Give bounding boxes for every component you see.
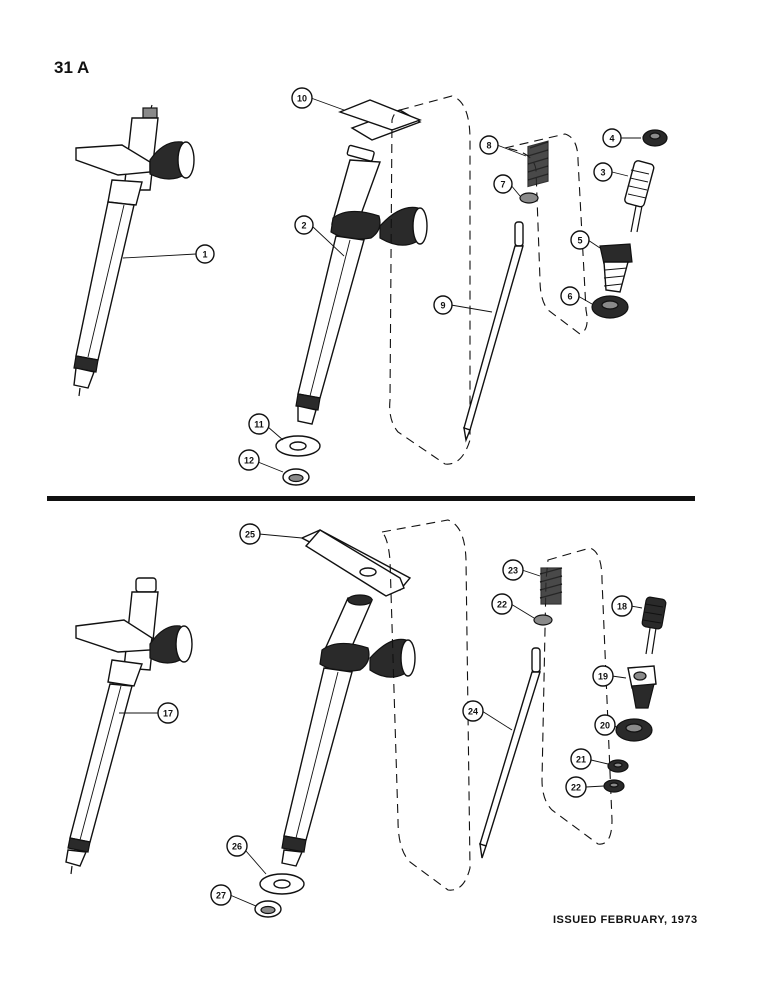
callout-22-lower: 22	[565, 776, 587, 798]
callout-19: 19	[592, 665, 614, 687]
callout-1-label: 1	[202, 250, 207, 260]
callout-27: 27	[210, 884, 232, 906]
callout-26-label: 26	[232, 842, 242, 852]
spring-seat-7	[519, 192, 539, 204]
callout-10: 10	[291, 87, 313, 109]
injector-body-bottom	[281, 594, 416, 867]
callout-22-upper: 22	[491, 593, 513, 615]
callout-24-label: 24	[468, 707, 478, 717]
callout-4-label: 4	[609, 134, 614, 144]
callout-17: 17	[157, 702, 179, 724]
callout-10-label: 10	[297, 94, 307, 104]
callout-3-label: 3	[600, 168, 605, 178]
cap-nut-5	[599, 243, 633, 293]
callout-23-label: 23	[508, 566, 518, 576]
callout-18-label: 18	[617, 602, 627, 612]
callout-8-label: 8	[486, 141, 491, 151]
injector-assembly-1	[73, 104, 195, 397]
callout-8: 8	[479, 135, 499, 155]
adjusting-screw-18	[641, 596, 667, 655]
adjusting-screw-3	[624, 160, 655, 233]
callout-12-label: 12	[244, 456, 254, 466]
callout-3: 3	[593, 162, 613, 182]
callout-5: 5	[570, 230, 590, 250]
push-rod-24	[479, 647, 541, 859]
issued-date-label: ISSUED FEBRUARY, 1973	[553, 914, 698, 926]
callout-20-label: 20	[600, 721, 610, 731]
callout-27-label: 27	[216, 891, 226, 901]
callout-22-upper-label: 22	[497, 600, 507, 610]
callout-11-label: 11	[254, 420, 264, 430]
callout-18: 18	[611, 595, 633, 617]
callout-7-label: 7	[500, 180, 505, 190]
callout-6: 6	[560, 286, 580, 306]
callout-12: 12	[238, 449, 260, 471]
callout-19-label: 19	[598, 672, 608, 682]
callout-24: 24	[462, 700, 484, 722]
callout-23: 23	[502, 559, 524, 581]
push-rod-9	[463, 221, 524, 443]
callout-5-label: 5	[577, 236, 582, 246]
callout-9: 9	[433, 295, 453, 315]
callout-2-label: 2	[301, 221, 306, 231]
page-number-label: 31 A	[54, 58, 90, 77]
spring-23	[539, 567, 563, 605]
callout-7: 7	[493, 174, 513, 194]
spring-8	[527, 140, 549, 188]
callout-21: 21	[570, 748, 592, 770]
spring-seat-22	[533, 614, 553, 626]
callout-11: 11	[248, 413, 270, 435]
callout-26: 26	[226, 835, 248, 857]
callout-22-lower-label: 22	[571, 783, 581, 793]
callout-4: 4	[602, 128, 622, 148]
callout-17-label: 17	[163, 709, 173, 719]
callout-25: 25	[239, 523, 261, 545]
section-divider	[47, 496, 695, 501]
callout-21-label: 21	[576, 755, 586, 765]
callout-25-label: 25	[245, 530, 255, 540]
cap-nut-19	[627, 665, 657, 709]
callout-9-label: 9	[440, 301, 445, 311]
callout-1: 1	[195, 244, 215, 264]
callout-20: 20	[594, 714, 616, 736]
injector-assembly-17	[65, 577, 193, 875]
callout-2: 2	[294, 215, 314, 235]
injector-body-2	[295, 99, 428, 425]
callout-6-label: 6	[567, 292, 572, 302]
